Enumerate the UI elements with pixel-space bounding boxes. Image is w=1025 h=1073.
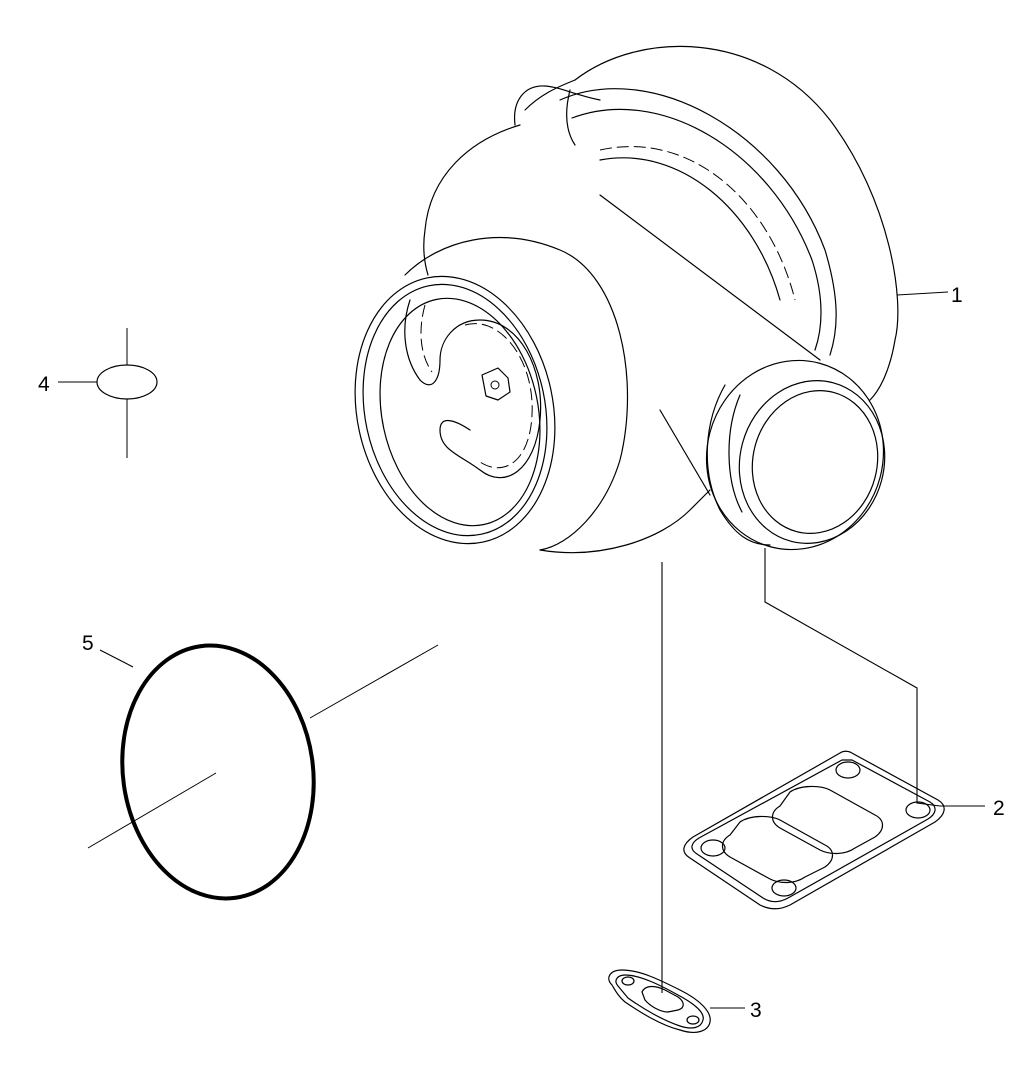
callout-5: 5	[82, 632, 94, 655]
callout-labels: 1 2 3 4 5	[38, 284, 1005, 1022]
turbine-inlet-gasket	[683, 750, 945, 910]
leader-lines	[58, 291, 985, 1009]
callout-2: 2	[993, 797, 1005, 820]
leader-1	[896, 291, 949, 296]
callout-4: 4	[38, 373, 50, 396]
leader-2	[764, 548, 985, 807]
leader-5	[99, 649, 134, 668]
callout-1: 1	[951, 284, 963, 307]
small-o-ring	[96, 328, 158, 458]
callout-3: 3	[750, 999, 762, 1022]
oil-drain-gasket	[608, 969, 711, 1033]
turbocharger	[354, 45, 899, 554]
large-o-ring	[87, 643, 439, 901]
